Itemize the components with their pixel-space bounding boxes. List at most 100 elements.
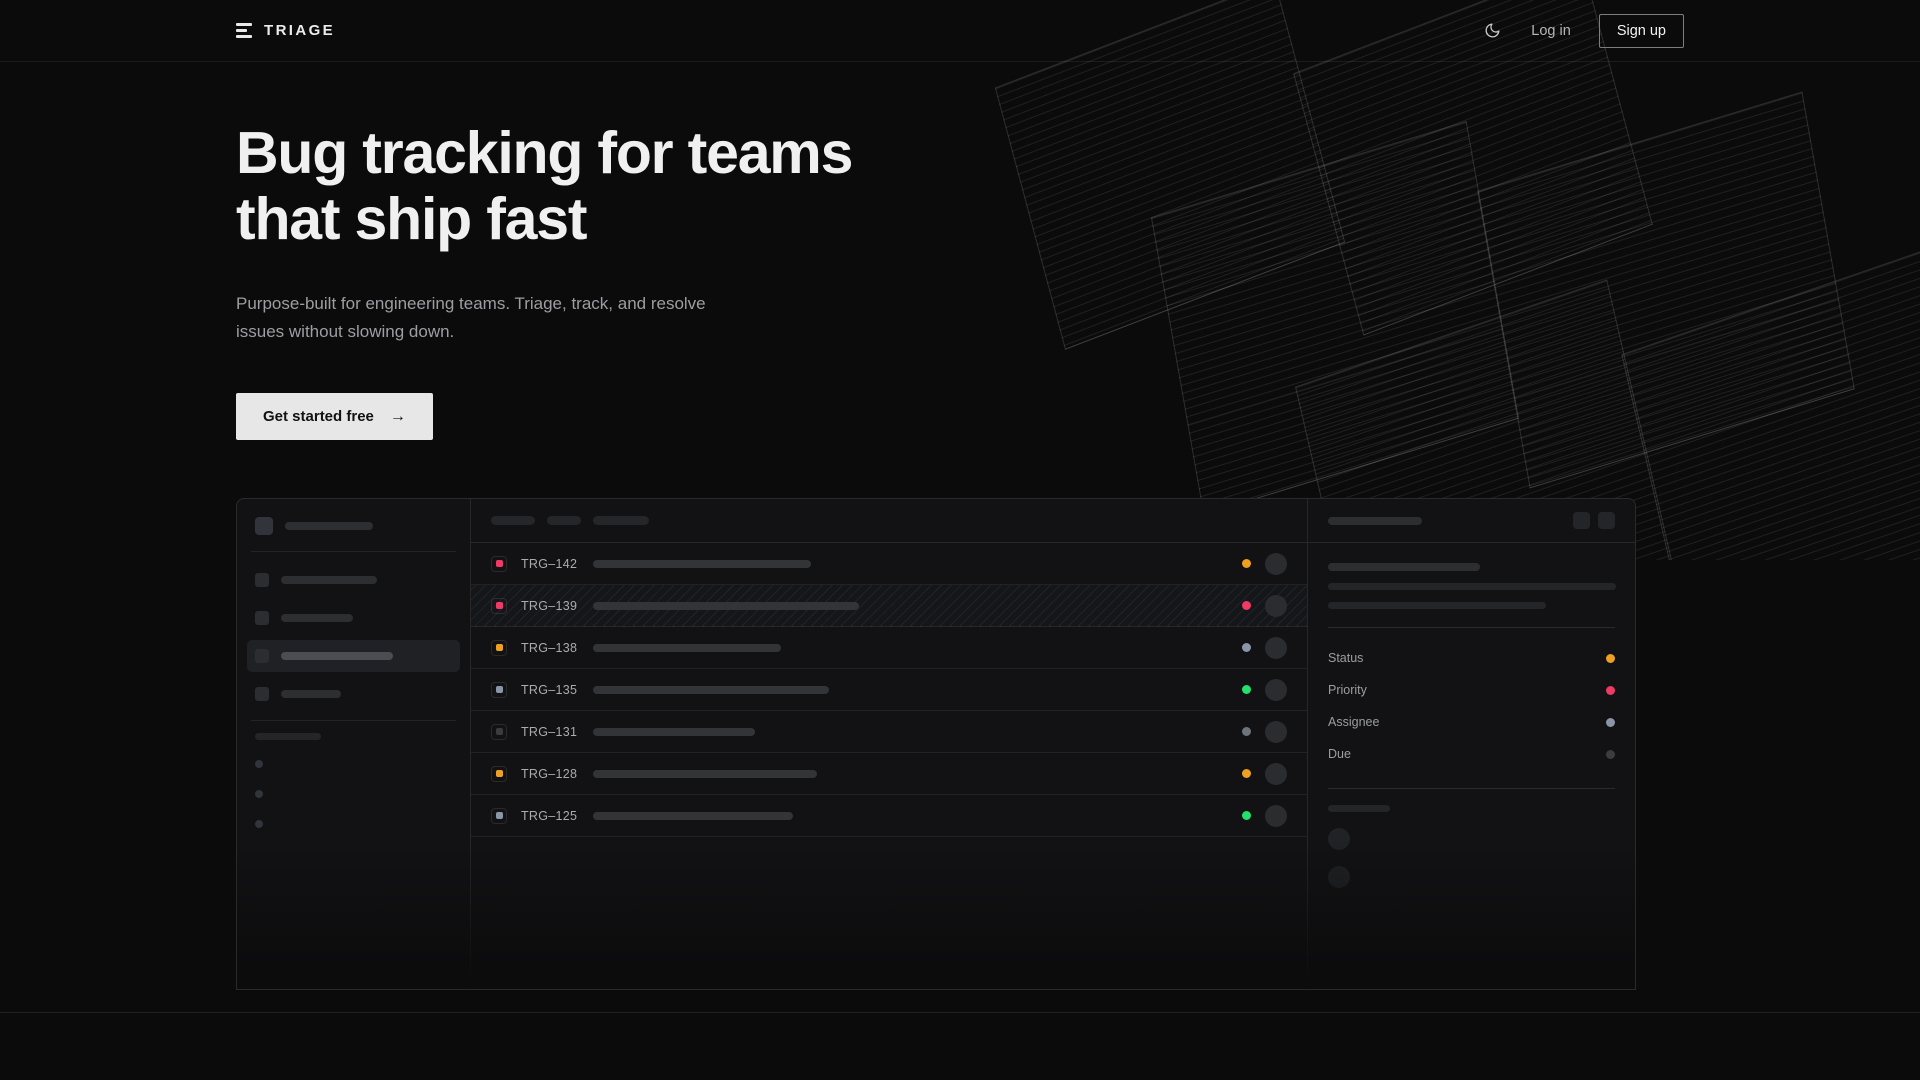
- detail-text-line: [1328, 583, 1616, 591]
- priority-chip-icon[interactable]: [491, 765, 507, 782]
- sidebar-item-label-placeholder: [281, 576, 377, 585]
- sidebar-sub-item[interactable]: [255, 760, 263, 769]
- issue-title-placeholder: [593, 601, 859, 610]
- priority-chip-icon[interactable]: [491, 807, 507, 824]
- detail-divider: [1328, 627, 1615, 629]
- priority-chip-icon[interactable]: [491, 723, 507, 740]
- section-label-placeholder: [255, 733, 321, 741]
- avatar[interactable]: [1265, 720, 1287, 743]
- workspace-name-placeholder: [285, 522, 373, 531]
- avatar[interactable]: [1265, 678, 1287, 701]
- sidebar-item-label-placeholder: [281, 690, 341, 699]
- brand-logo[interactable]: TRIAGE: [236, 22, 335, 39]
- detail-meta-row[interactable]: Status: [1328, 642, 1615, 674]
- hero-headline-line1: Bug tracking for teams: [236, 120, 853, 186]
- issue-id: TRG–138: [521, 640, 578, 655]
- sidebar-item-icon: [255, 687, 269, 702]
- avatar[interactable]: [1265, 762, 1287, 785]
- detail-meta-label: Assignee: [1328, 715, 1380, 730]
- detail-footer: [1328, 803, 1615, 889]
- detail-meta-label: Priority: [1328, 683, 1367, 698]
- detail-text-line: [1328, 602, 1546, 610]
- toolbar-chip-2[interactable]: [547, 516, 581, 526]
- get-started-button[interactable]: Get started free →: [236, 393, 433, 441]
- table-row[interactable]: TRG–128: [471, 753, 1307, 796]
- login-link[interactable]: Log in: [1531, 22, 1571, 39]
- issue-title-placeholder: [593, 727, 755, 736]
- issue-title-placeholder: [593, 685, 829, 694]
- table-row[interactable]: TRG–138: [471, 627, 1307, 670]
- row-meta: [1242, 762, 1287, 785]
- sidebar-workspace[interactable]: [237, 499, 470, 551]
- signup-button[interactable]: Sign up: [1598, 13, 1684, 48]
- arrow-right-icon: →: [389, 407, 406, 425]
- issue-id: TRG–128: [521, 766, 578, 781]
- issue-title-placeholder: [593, 811, 793, 820]
- detail-title-placeholder: [1328, 516, 1422, 525]
- issue-list-toolbar: [471, 499, 1307, 544]
- row-meta: [1242, 594, 1287, 617]
- sidebar-nav-item-4[interactable]: [247, 678, 460, 710]
- table-row[interactable]: TRG–139: [471, 585, 1307, 628]
- row-meta: [1242, 636, 1287, 659]
- detail-meta-row[interactable]: Assignee: [1328, 706, 1615, 738]
- detail-meta-dot-icon: [1606, 653, 1615, 663]
- priority-chip-icon[interactable]: [491, 555, 507, 572]
- priority-chip-icon[interactable]: [491, 597, 507, 614]
- toolbar-chip-3[interactable]: [593, 516, 649, 526]
- issue-title-placeholder: [593, 559, 811, 568]
- sidebar-divider-bottom: [251, 720, 456, 722]
- cta-label: Get started free: [263, 408, 374, 426]
- detail-action-1[interactable]: [1573, 512, 1590, 530]
- avatar[interactable]: [1328, 828, 1350, 851]
- detail-meta-row[interactable]: Due: [1328, 738, 1615, 770]
- detail-meta-label: Due: [1328, 747, 1351, 762]
- detail-meta-dot-icon: [1606, 685, 1615, 695]
- detail-meta-row[interactable]: Priority: [1328, 674, 1615, 706]
- sidebar-section-label: [237, 721, 470, 746]
- hero-section: Bug tracking for teams that ship fast Pu…: [0, 62, 1920, 441]
- avatar[interactable]: [1265, 804, 1287, 827]
- header-actions: Log in Sign up: [1481, 13, 1684, 48]
- page-bottom-divider: [0, 1012, 1920, 1013]
- status-dot-icon: [1242, 727, 1251, 737]
- sidebar-item-icon: [255, 611, 269, 626]
- detail-action-2[interactable]: [1598, 512, 1615, 530]
- issue-title-placeholder: [593, 643, 781, 652]
- stacked-bars-logo-icon: [236, 23, 252, 38]
- priority-chip-icon[interactable]: [491, 681, 507, 698]
- sidebar-sub-item[interactable]: [255, 820, 263, 829]
- status-dot-icon: [1242, 685, 1251, 695]
- detail-footer-label-placeholder: [1328, 805, 1390, 813]
- detail-divider-2: [1328, 788, 1615, 790]
- sidebar-item-icon: [255, 573, 269, 588]
- table-row[interactable]: TRG–131: [471, 711, 1307, 754]
- table-row[interactable]: TRG–135: [471, 669, 1307, 712]
- avatar[interactable]: [1265, 636, 1287, 659]
- status-dot-icon: [1242, 769, 1251, 779]
- brand-name: TRIAGE: [264, 22, 336, 39]
- toolbar-chip-1[interactable]: [491, 516, 535, 526]
- sidebar-divider-top: [251, 551, 456, 553]
- avatar[interactable]: [1265, 552, 1287, 575]
- issue-id: TRG–142: [521, 556, 578, 571]
- priority-chip-icon[interactable]: [491, 639, 507, 656]
- sidebar-nav: [237, 552, 470, 720]
- moon-icon[interactable]: [1481, 20, 1503, 42]
- avatar[interactable]: [1265, 594, 1287, 617]
- table-row[interactable]: TRG–125: [471, 795, 1307, 838]
- detail-meta-dot-icon: [1606, 717, 1615, 727]
- detail-header: [1308, 499, 1635, 544]
- detail-description-placeholder: [1328, 563, 1616, 610]
- table-row[interactable]: TRG–142: [471, 543, 1307, 586]
- sidebar-sub-item[interactable]: [255, 790, 263, 799]
- sidebar-nav-item-2[interactable]: [247, 602, 460, 634]
- workspace-avatar-icon: [255, 517, 273, 536]
- sidebar-nav-item-3[interactable]: [247, 640, 460, 673]
- sidebar-nav-item-1[interactable]: [247, 564, 460, 596]
- avatar[interactable]: [1328, 866, 1350, 889]
